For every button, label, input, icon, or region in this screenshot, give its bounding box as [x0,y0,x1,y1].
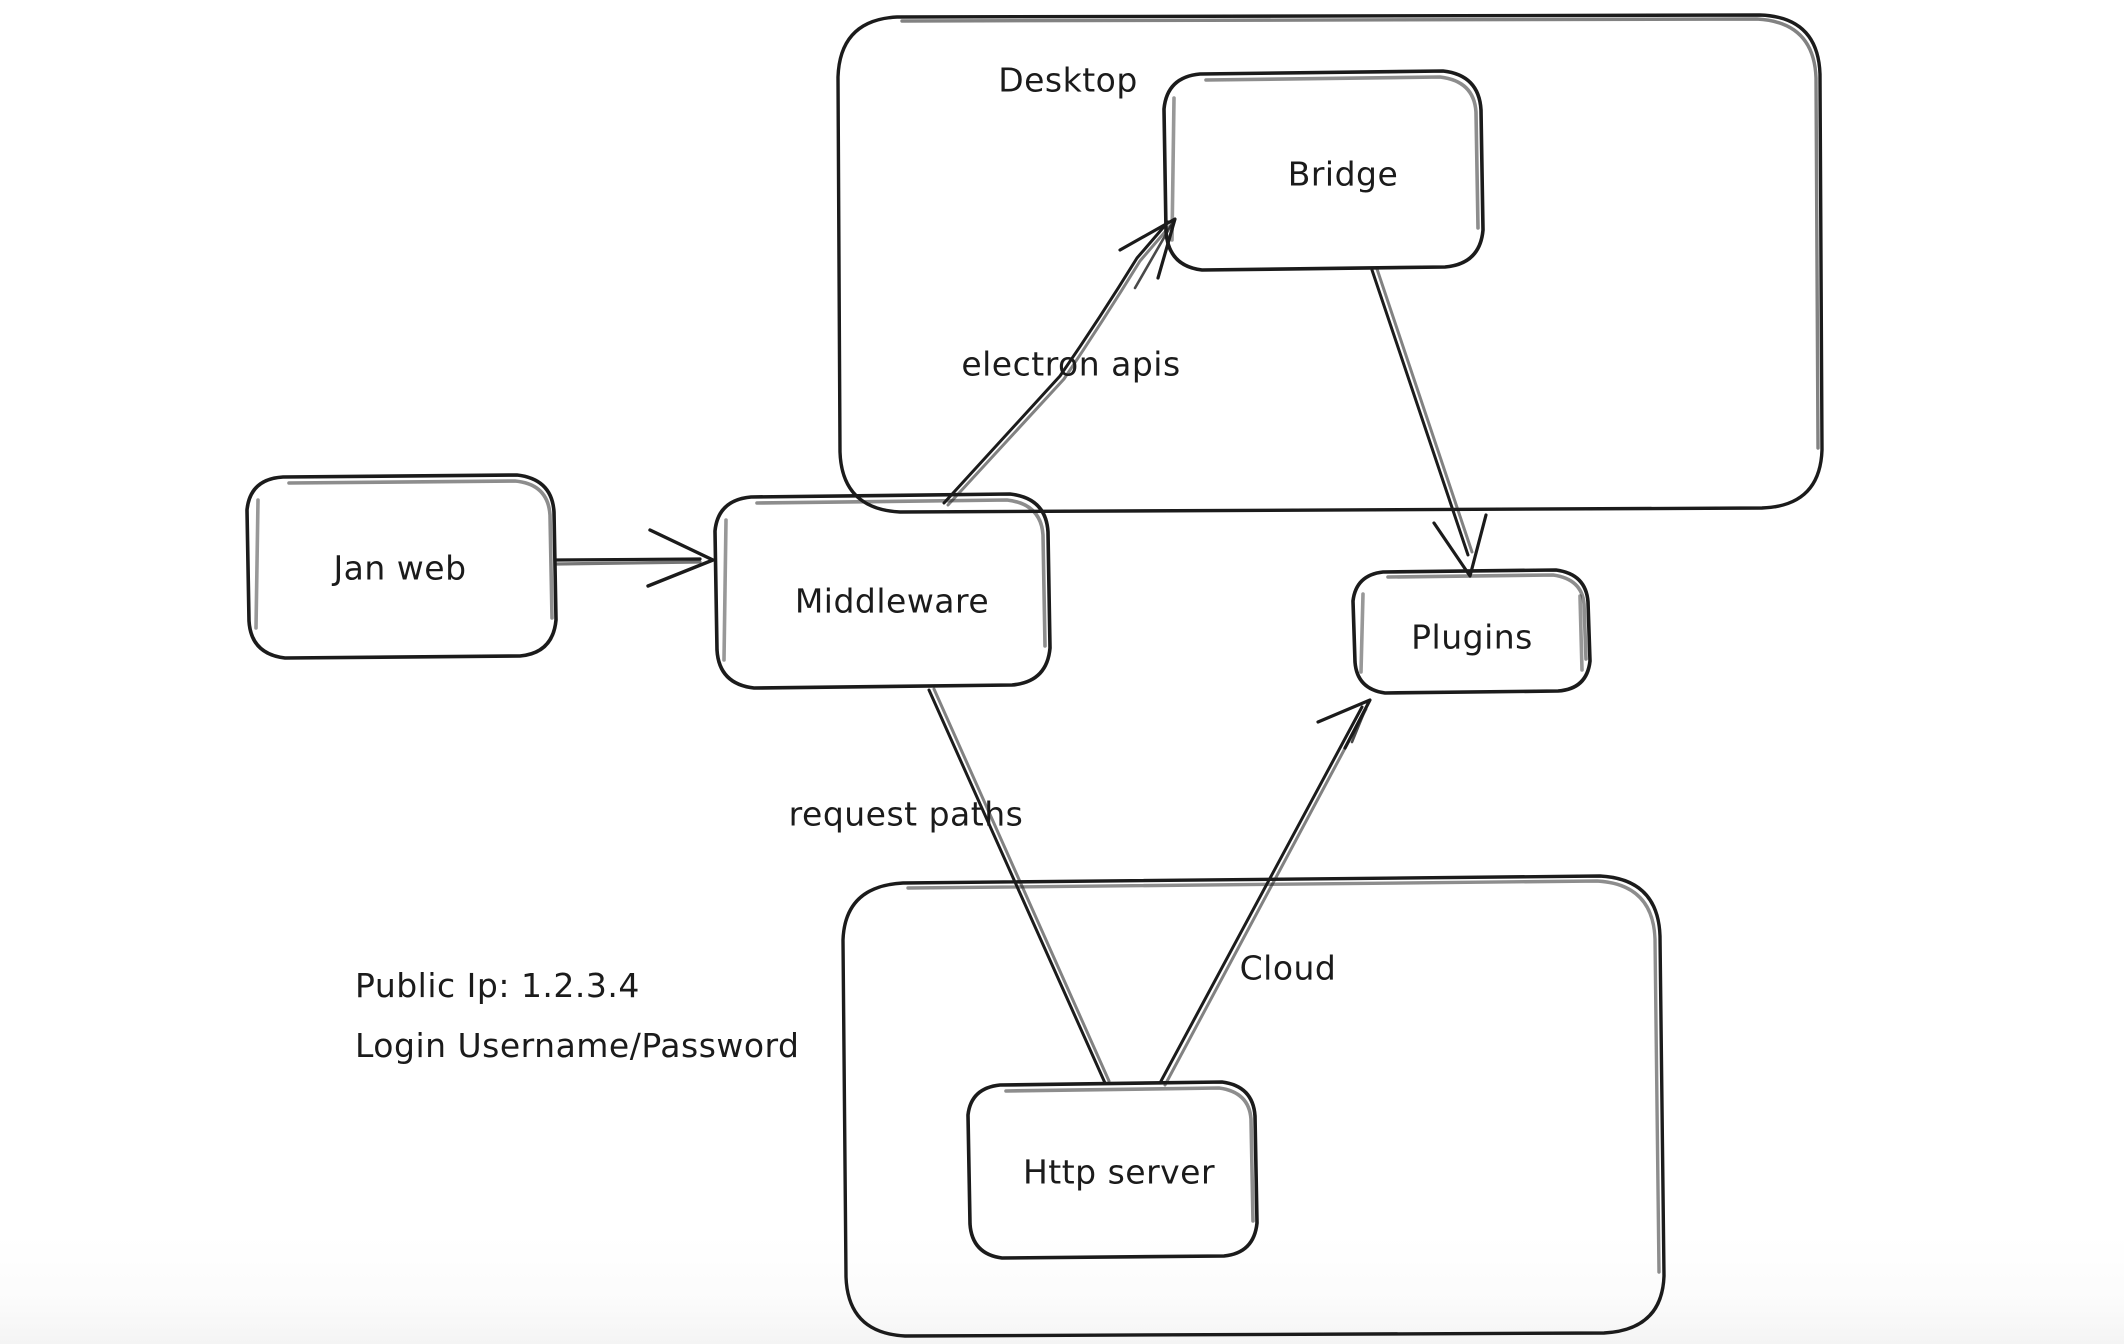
edge-middleware-to-http-server [927,687,1111,1085]
edge-http-server-to-plugins [1158,698,1372,1087]
node-middleware-outline [713,492,1052,690]
edge-bridge-to-plugins [1370,267,1488,578]
edge-middleware-to-bridge [942,217,1177,507]
group-desktop-outline [836,13,1824,514]
node-jan-web-outline [245,473,558,660]
node-plugins-outline [1351,568,1592,695]
group-cloud-outline [841,874,1666,1338]
node-bridge-outline [1162,69,1485,272]
node-http-server-outline [966,1080,1259,1260]
edge-jan-web-to-middleware [555,528,715,588]
